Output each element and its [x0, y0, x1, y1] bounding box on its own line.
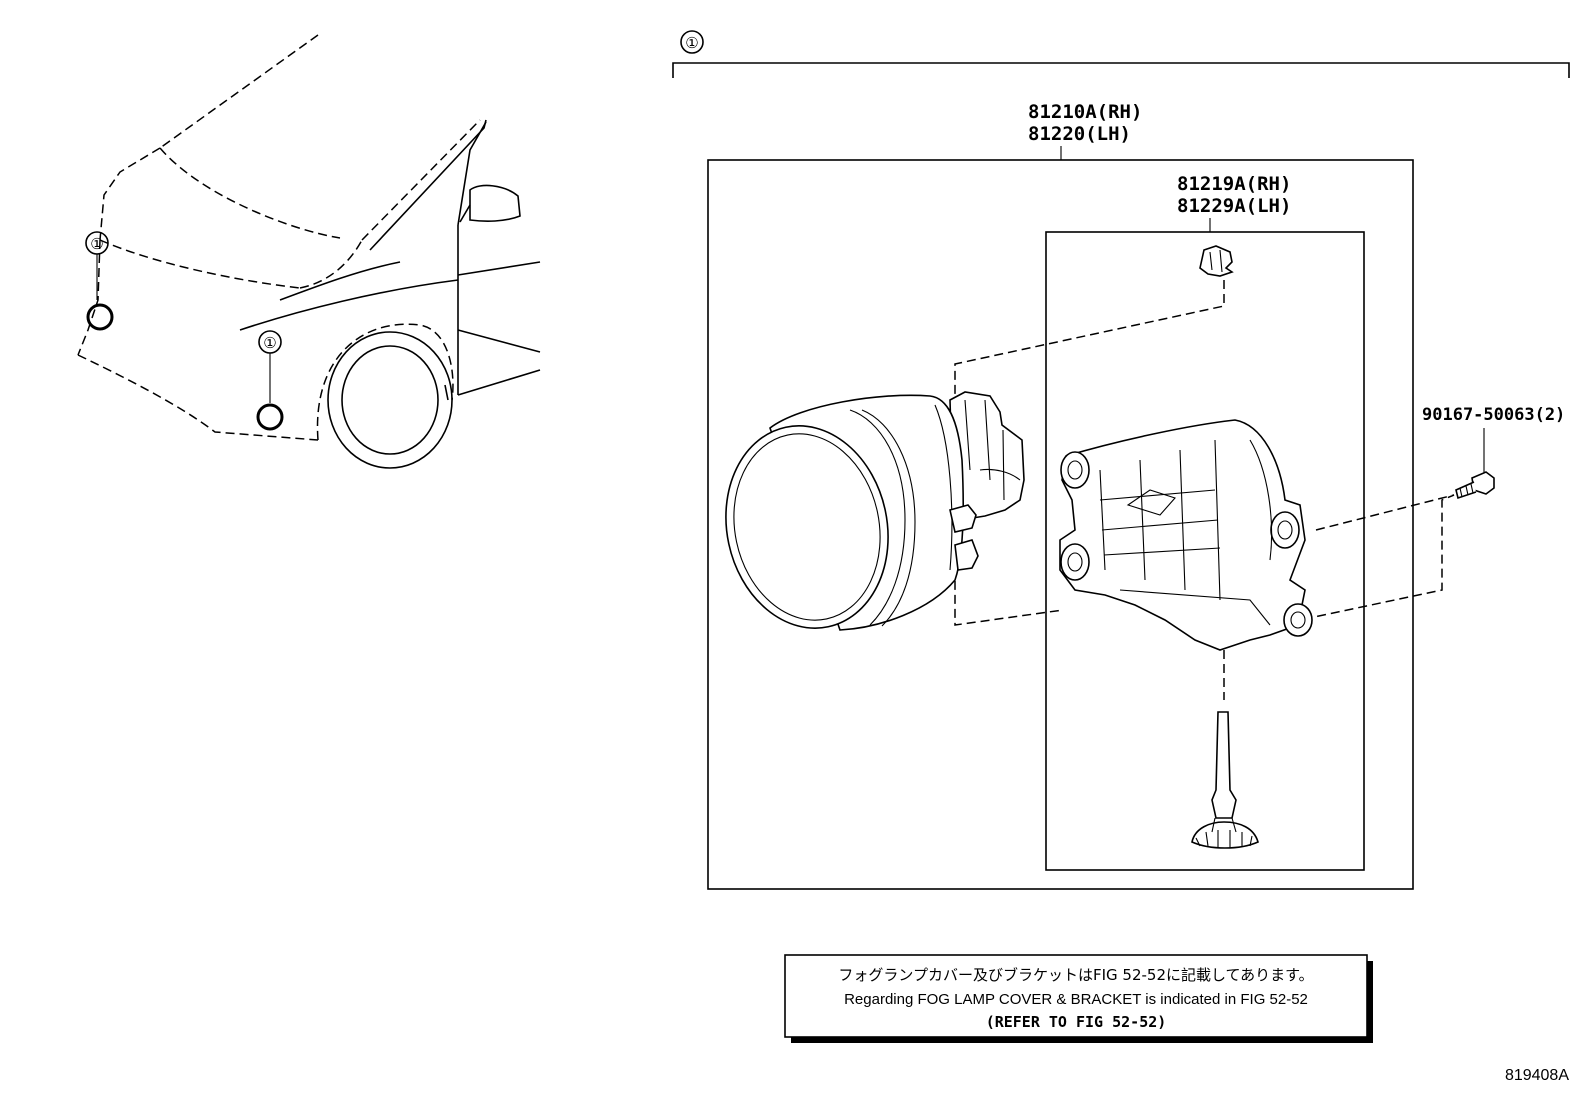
clip-icon [1199, 245, 1234, 277]
fog-lamp-assembly-box [707, 159, 1414, 890]
bracket-box [1045, 231, 1365, 871]
bracket-icon [1059, 419, 1313, 651]
top-callout-group: ① [672, 30, 1570, 78]
note-english: Regarding FOG LAMP COVER & BRACKET is in… [844, 991, 1308, 1008]
car-callout-left: ① [90, 235, 103, 253]
car-callout-right: ① [263, 334, 276, 352]
note-japanese: フォグランプカバー及びブラケットはFIG 52-52に記載してあります。 [838, 966, 1313, 984]
top-callout-marker: ① [685, 34, 698, 52]
part-label-81219A: 81219A(RH) [1177, 173, 1291, 195]
screw-icon [1455, 471, 1495, 500]
note-box: フォグランプカバー及びブラケットはFIG 52-52に記載してあります。 Reg… [784, 954, 1373, 1043]
figure-number: 819408A [1505, 1067, 1569, 1084]
part-label-81229A: 81229A(LH) [1177, 195, 1291, 217]
fog-lamp-icon [725, 391, 1025, 631]
pin-clip-icon [1191, 711, 1259, 849]
note-reference: (REFER TO FIG 52-52) [986, 1013, 1167, 1031]
car-front-overview: ① ① [77, 34, 541, 469]
part-label-81220: 81220(LH) [1028, 123, 1131, 145]
part-label-81210A: 81210A(RH) [1028, 101, 1142, 123]
part-label-90167-50063: 90167-50063(2) [1422, 405, 1565, 425]
